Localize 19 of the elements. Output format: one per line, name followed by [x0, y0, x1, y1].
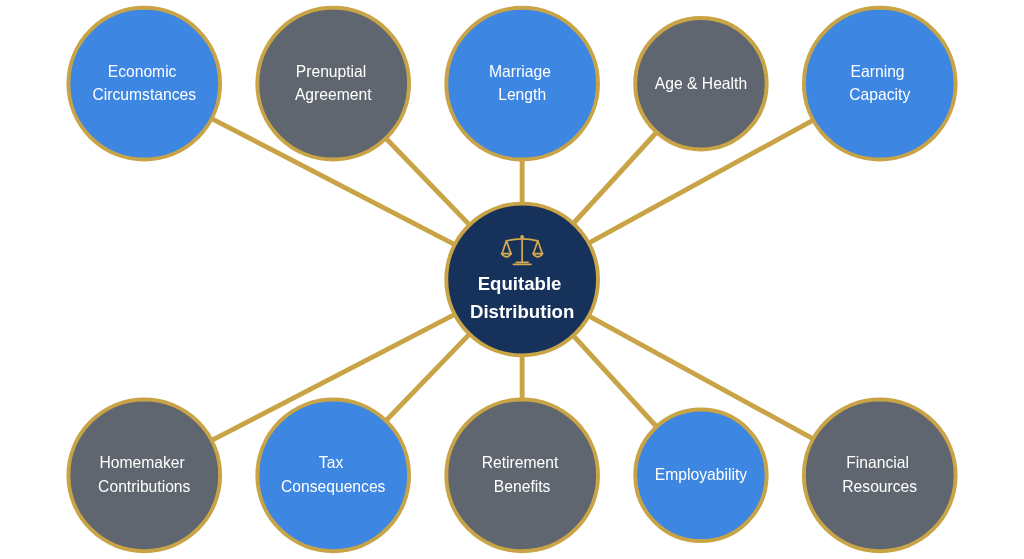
connector [571, 130, 659, 226]
connector [571, 333, 659, 429]
node-circle: Retirement Benefits [444, 397, 600, 554]
node-circle: Earning Capacity [801, 5, 958, 162]
connector [519, 159, 525, 204]
node-circle: Age & Health [633, 16, 769, 152]
node-circle: Prenuptial Agreement [255, 5, 412, 162]
node-circle: Financial Resources [801, 397, 958, 554]
connector [384, 332, 472, 423]
connector [210, 312, 456, 443]
node-circle: Tax Consequences [255, 397, 412, 554]
node-circle: Employability [633, 407, 769, 543]
connector [519, 355, 525, 400]
node-circle: Homemaker Contributions [66, 397, 223, 554]
connector [384, 136, 472, 227]
node-circle: Marriage Length [444, 5, 600, 162]
node-circle: Equitable Distribution [444, 201, 600, 358]
connector [210, 116, 456, 247]
node-circle: Economic Circumstances [66, 5, 223, 162]
